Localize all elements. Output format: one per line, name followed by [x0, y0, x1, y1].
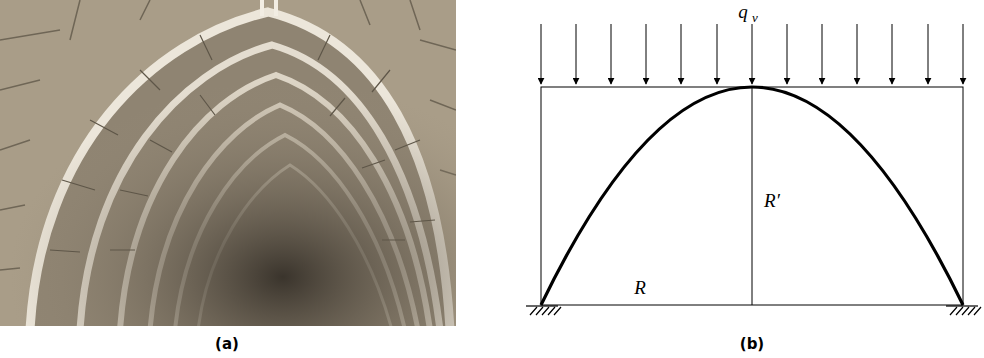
load-subscript: v [750, 10, 760, 25]
load-symbol: q [736, 1, 750, 22]
arch-photo [0, 0, 456, 326]
panel-label: (b) [738, 336, 766, 353]
panel-label: (a) [213, 336, 241, 353]
span-dimension: R [632, 277, 648, 298]
arch-scheme [526, 24, 981, 315]
rise-dimension: R′ [762, 190, 782, 211]
